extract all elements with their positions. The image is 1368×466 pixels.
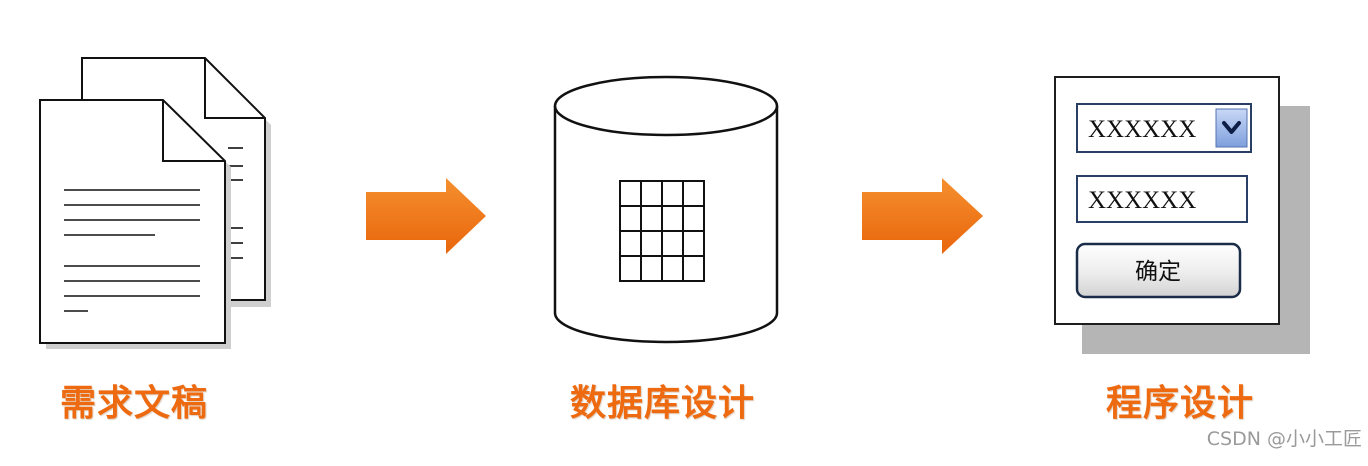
database-design-label: 数据库设计 <box>570 383 756 424</box>
program-design-label: 程序设计 <box>1106 383 1255 424</box>
dropdown-toggle[interactable] <box>1215 108 1248 148</box>
confirm-button-label: 确定 <box>1135 259 1181 285</box>
text-input-value: XXXXXX <box>1088 187 1196 214</box>
chevron-down-icon <box>1222 121 1241 134</box>
right-arrow-icon <box>862 178 983 254</box>
confirm-button[interactable]: 确定 <box>1075 242 1242 299</box>
dropdown-select[interactable]: XXXXXX <box>1076 103 1252 153</box>
watermark: CSDN @小小工匠 <box>1206 428 1362 450</box>
table-grid-icon <box>619 180 705 282</box>
form-window: XXXXXX XXXXXX 确定 <box>1054 76 1310 354</box>
database-cylinder-icon <box>553 75 779 344</box>
right-arrow-icon <box>366 178 486 254</box>
dropdown-value: XXXXXX <box>1088 116 1196 143</box>
requirements-label: 需求文稿 <box>60 383 209 424</box>
document-stack-icon <box>39 57 271 349</box>
text-input[interactable]: XXXXXX <box>1076 175 1248 223</box>
